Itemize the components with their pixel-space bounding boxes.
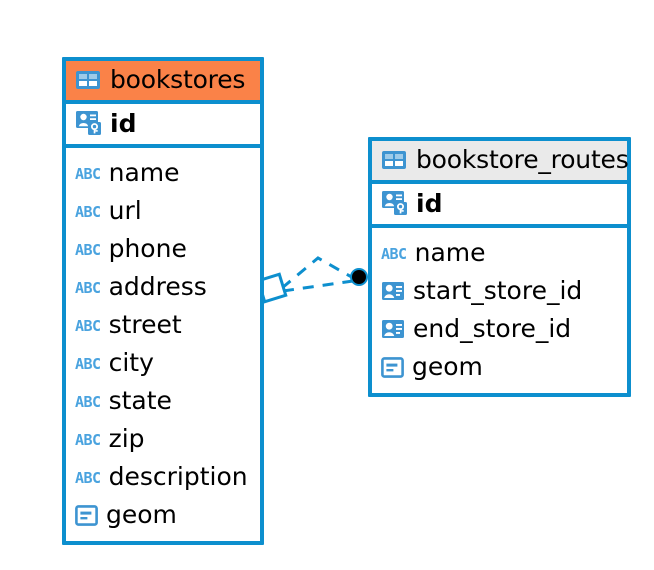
filled-circle-marker: [350, 268, 368, 286]
text-field-icon: ABC: [75, 278, 101, 297]
field-label: street: [108, 310, 182, 340]
field-label: start_store_id: [413, 276, 583, 306]
text-field-icon: ABC: [75, 316, 101, 335]
entity-primary-key-row-bookstore-routes[interactable]: id: [372, 184, 627, 228]
field-label: city: [108, 348, 154, 378]
field-label: url: [108, 196, 142, 226]
field-label: geom: [412, 352, 483, 382]
primary-key-label: id: [416, 188, 443, 218]
field-row[interactable]: start_store_id: [372, 272, 627, 310]
field-label: name: [108, 158, 180, 188]
field-row[interactable]: ABC address: [66, 268, 260, 306]
field-row[interactable]: ABC description: [66, 458, 260, 496]
field-label: address: [108, 272, 207, 302]
field-row[interactable]: ABC state: [66, 382, 260, 420]
entity-bookstores[interactable]: bookstores id ABC: [62, 57, 264, 545]
entity-field-list-bookstore-routes: ABC name start_store_id: [372, 228, 627, 393]
text-field-icon: ABC: [75, 240, 101, 259]
entity-field-list-bookstores: ABC name ABC url ABC phone ABC address A…: [66, 148, 260, 541]
field-label: phone: [108, 234, 187, 264]
entity-bookstore-routes[interactable]: bookstore_routes id ABC: [368, 137, 631, 397]
text-field-icon: ABC: [75, 164, 101, 183]
field-label: zip: [108, 424, 145, 454]
text-field-icon: ABC: [75, 202, 101, 221]
text-field-icon: ABC: [75, 468, 101, 487]
geometry-field-icon: [75, 504, 98, 526]
relationship-line-lower: [282, 279, 354, 293]
primary-key-icon: [75, 110, 103, 136]
text-field-icon: ABC: [75, 430, 101, 449]
field-row[interactable]: ABC name: [372, 234, 627, 272]
primary-key-label: id: [110, 108, 137, 138]
foreign-key-icon: [381, 319, 405, 339]
entity-name-label: bookstore_routes: [416, 145, 629, 174]
field-label: end_store_id: [413, 314, 572, 344]
field-row[interactable]: geom: [372, 348, 627, 386]
text-field-icon: ABC: [381, 244, 407, 263]
field-row[interactable]: ABC url: [66, 192, 260, 230]
foreign-key-icon: [381, 281, 405, 301]
field-row[interactable]: ABC name: [66, 154, 260, 192]
table-icon: [75, 70, 101, 90]
relationship-line-upper: [281, 256, 356, 290]
primary-key-icon: [381, 190, 409, 216]
field-row[interactable]: ABC city: [66, 344, 260, 382]
field-label: name: [414, 238, 486, 268]
field-label: state: [108, 386, 172, 416]
field-row[interactable]: ABC street: [66, 306, 260, 344]
field-row[interactable]: ABC zip: [66, 420, 260, 458]
text-field-icon: ABC: [75, 392, 101, 411]
field-label: description: [108, 462, 248, 492]
entity-name-label: bookstores: [110, 65, 246, 94]
geometry-field-icon: [381, 356, 404, 378]
entity-header-bookstore-routes[interactable]: bookstore_routes: [372, 141, 629, 184]
table-icon: [381, 150, 407, 170]
entity-header-bookstores[interactable]: bookstores: [66, 61, 260, 104]
entity-primary-key-row-bookstores[interactable]: id: [66, 104, 260, 148]
field-row[interactable]: ABC phone: [66, 230, 260, 268]
field-row[interactable]: end_store_id: [372, 310, 627, 348]
field-row[interactable]: geom: [66, 496, 260, 534]
text-field-icon: ABC: [75, 354, 101, 373]
field-label: geom: [106, 500, 177, 530]
